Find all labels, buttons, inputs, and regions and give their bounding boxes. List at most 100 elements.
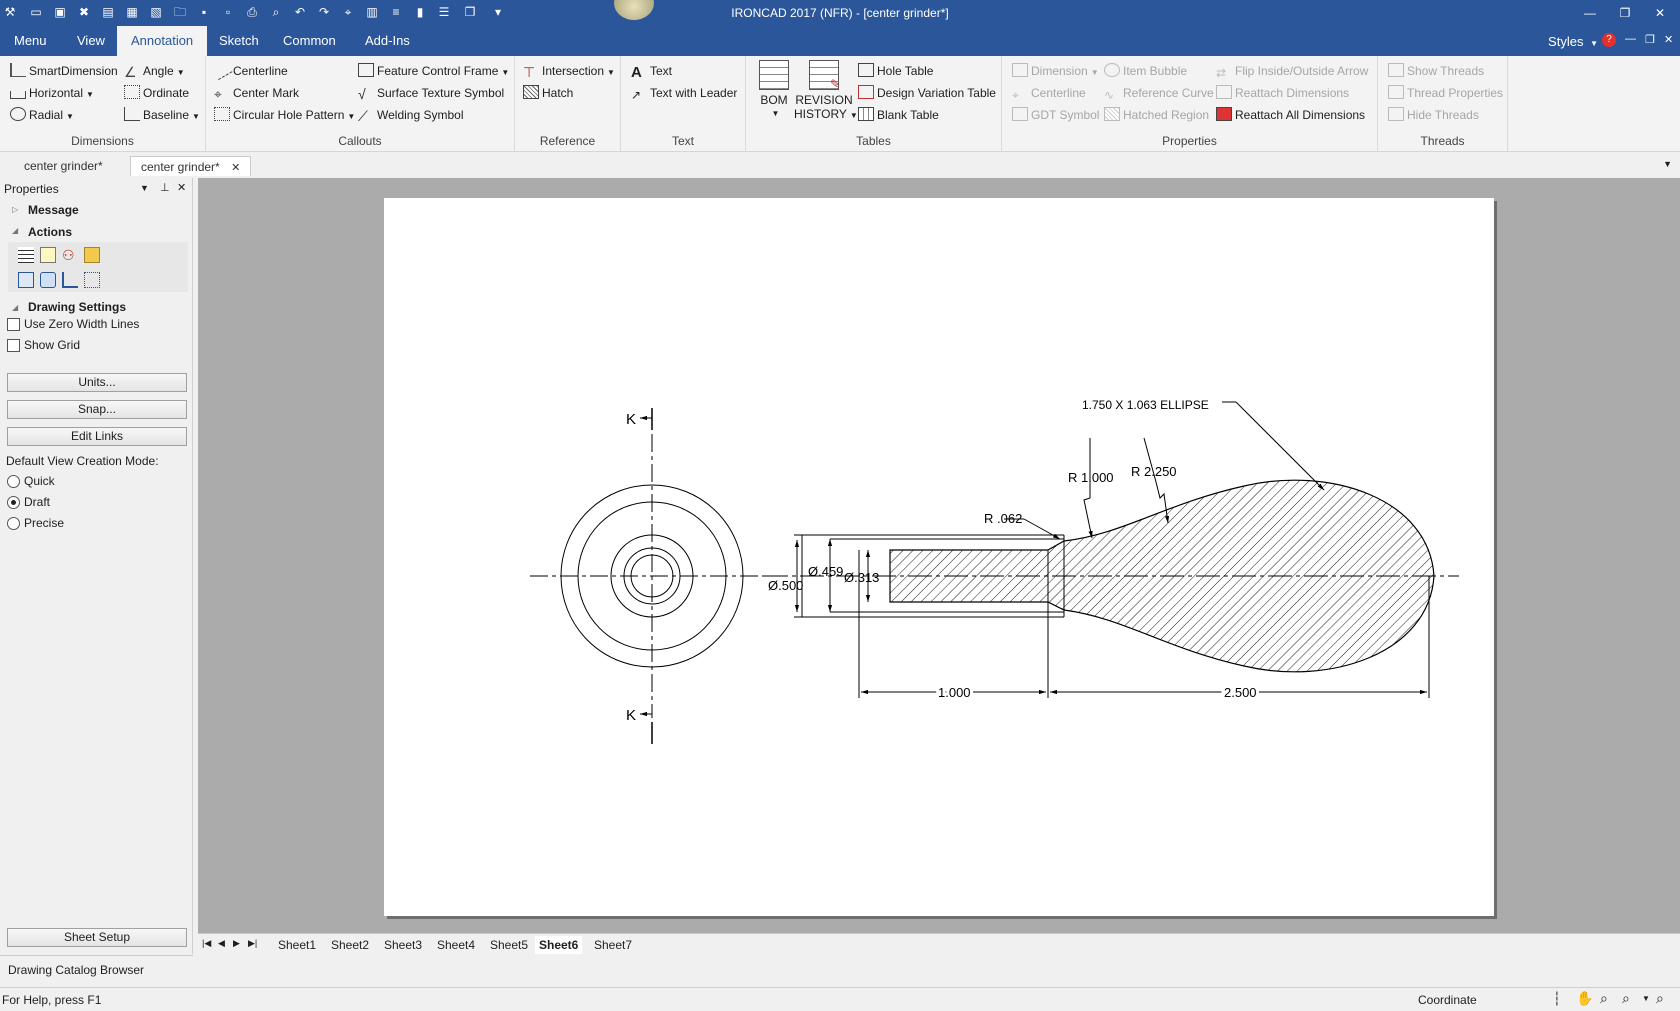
customize-toolbar-icon[interactable]: ▾ (494, 5, 502, 19)
angle-button[interactable]: ∠Angle▼ (124, 61, 185, 81)
template-icon[interactable]: ▦ (126, 5, 138, 19)
next-sheet-icon[interactable]: ▶ (233, 938, 240, 948)
centerline-button[interactable]: Centerline (211, 59, 288, 81)
zoom-icon[interactable]: ⌕ (1600, 990, 1608, 1006)
bom-button[interactable]: BOM ▼ (754, 60, 794, 121)
close-file-icon[interactable]: ✖ (78, 5, 90, 19)
catalog-browser-tab[interactable]: Drawing Catalog Browser (0, 955, 193, 982)
thread-properties-button[interactable]: Thread Properties (1388, 83, 1503, 103)
pin-icon[interactable]: ⊥ (160, 182, 170, 194)
horizontal-button[interactable]: Horizontal▼ (10, 83, 94, 103)
close-icon[interactable]: ✕ (231, 162, 241, 174)
people-icon[interactable]: ⚇ (62, 247, 75, 263)
restore-button[interactable]: ❐ (1619, 6, 1631, 20)
pan-icon[interactable]: ✋ (1576, 990, 1594, 1006)
close-button[interactable]: ✕ (1654, 6, 1666, 20)
hatched-region-button[interactable]: Hatched Region (1104, 105, 1209, 125)
tab-annotation[interactable]: Annotation (117, 26, 208, 56)
list-icon[interactable]: ☰ (438, 5, 450, 19)
edit-links-button[interactable]: Edit Links (7, 427, 187, 446)
sheet-tab-7[interactable]: Sheet7 (594, 938, 633, 952)
draft-radio[interactable] (7, 496, 20, 509)
tree-icon[interactable] (62, 272, 78, 288)
tab-add-ins[interactable]: Add-Ins (365, 33, 410, 48)
smartdimension-button[interactable]: SmartDimension (10, 61, 118, 81)
first-sheet-icon[interactable]: |◀ (202, 938, 212, 948)
save-as-icon[interactable]: ▫ (225, 5, 231, 19)
last-sheet-icon[interactable]: ▶| (248, 938, 258, 948)
new-drawing-icon[interactable]: ▣ (54, 5, 66, 19)
ribbon-restore-icon[interactable]: ❐ (1645, 34, 1655, 46)
drawing-sheet[interactable]: K K (384, 198, 1494, 916)
close-icon[interactable]: ✕ (177, 182, 187, 194)
dimensions[interactable] (794, 401, 1430, 698)
app-menu-icon[interactable]: ⚒ (4, 5, 16, 19)
radius-2250-label[interactable]: R 2.250 (1131, 464, 1177, 479)
zoom-dropdown-icon[interactable]: ▼ (1642, 994, 1650, 1003)
expand-icon[interactable]: ▷ (12, 205, 19, 214)
baseline-button[interactable]: Baseline▼ (124, 105, 200, 125)
text-with-leader-button[interactable]: ↗Text with Leader (631, 83, 737, 103)
units-button[interactable]: Units... (7, 373, 187, 392)
collapse-icon[interactable]: ◢ (12, 303, 19, 312)
item-bubble-button[interactable]: Item Bubble (1104, 61, 1187, 81)
dimension-props-button[interactable]: Dimension▼ (1012, 61, 1099, 81)
circular-hole-pattern-button[interactable]: Circular Hole Pattern▼ (214, 105, 355, 125)
zoom-window-icon[interactable]: ⌕ (1622, 990, 1630, 1006)
precise-radio[interactable] (7, 517, 20, 530)
doc-tab-center-grinder-2[interactable]: center grinder* ✕ (130, 156, 252, 176)
tab-list-icon[interactable]: ▼ (1663, 159, 1672, 169)
folder-icon[interactable] (84, 247, 100, 263)
ellipse-note[interactable]: 1.750 X 1.063 ELLIPSE (1082, 398, 1209, 412)
new-file-icon[interactable]: ▭ (30, 5, 42, 19)
marker-icon[interactable]: ▮ (416, 5, 424, 19)
sheet-tab-1[interactable]: Sheet1 (278, 938, 317, 952)
ribbon-close-icon[interactable]: ✕ (1664, 34, 1674, 46)
welding-symbol-button[interactable]: ⟋Welding Symbol (358, 105, 463, 125)
length-2500-label[interactable]: 2.500 (1221, 682, 1260, 703)
actions-section[interactable]: Actions (28, 225, 73, 239)
quick-radio[interactable] (7, 475, 20, 488)
hatch-button[interactable]: Hatch (523, 83, 573, 103)
hole-table-button[interactable]: Hole Table (858, 61, 933, 81)
select-icon[interactable]: ⌖ (344, 5, 352, 19)
open-template-icon[interactable]: ▧ (150, 5, 162, 19)
zoom-all-icon[interactable]: ⌕ (1656, 990, 1664, 1006)
reference-curve-button[interactable]: ∿Reference Curve (1104, 83, 1214, 103)
undo-icon[interactable]: ↶ (294, 5, 306, 19)
show-threads-button[interactable]: Show Threads (1388, 61, 1484, 81)
sheet-tab-3[interactable]: Sheet3 (384, 938, 423, 952)
sheet-tab-2[interactable]: Sheet2 (331, 938, 370, 952)
layout-icon[interactable]: ▥ (366, 5, 378, 19)
prev-sheet-icon[interactable]: ◀ (218, 938, 225, 948)
tab-common[interactable]: Common (283, 33, 336, 48)
feature-control-frame-button[interactable]: Feature Control Frame▼ (358, 61, 509, 81)
drawing-canvas[interactable]: K K (198, 178, 1680, 933)
radius-1000-label[interactable]: R 1.000 (1068, 470, 1114, 485)
end-view[interactable] (530, 408, 776, 744)
gdt-symbol-button[interactable]: GDT Symbol (1012, 105, 1099, 125)
ordinate-button[interactable]: Ordinate (124, 83, 189, 103)
length-1000-label[interactable]: 1.000 (935, 682, 974, 703)
collapse-icon[interactable]: ◢ (12, 226, 19, 235)
section-view[interactable] (764, 479, 1459, 673)
hide-threads-button[interactable]: Hide Threads (1388, 105, 1479, 125)
redo-icon[interactable]: ↷ (318, 5, 330, 19)
design-variation-table-button[interactable]: Design Variation Table (858, 83, 996, 103)
center-mark-button[interactable]: ⌖Center Mark (214, 83, 299, 103)
save-icon[interactable]: ▪ (201, 5, 207, 19)
tab-menu[interactable]: Menu (14, 33, 47, 48)
minimize-button[interactable]: — (1584, 6, 1596, 20)
blank-table-button[interactable]: Blank Table (858, 105, 939, 125)
snap-button[interactable]: Snap... (7, 400, 187, 419)
tab-sketch[interactable]: Sketch (219, 33, 259, 48)
part-icon[interactable] (40, 272, 56, 288)
surface-texture-button[interactable]: √Surface Texture Symbol (358, 83, 504, 103)
dia-313-label[interactable]: Ø.313 (844, 570, 879, 585)
sheet-setup-button[interactable]: Sheet Setup (7, 928, 187, 947)
revision-history-button[interactable]: ✎ REVISION HISTORY▼ (794, 60, 858, 123)
reattach-all-dimensions-button[interactable]: Reattach All Dimensions (1216, 105, 1365, 125)
print-preview-icon[interactable]: ⌕ (272, 5, 280, 19)
sheet-tab-6[interactable]: Sheet6 (535, 936, 583, 954)
message-section[interactable]: Message (28, 203, 79, 217)
